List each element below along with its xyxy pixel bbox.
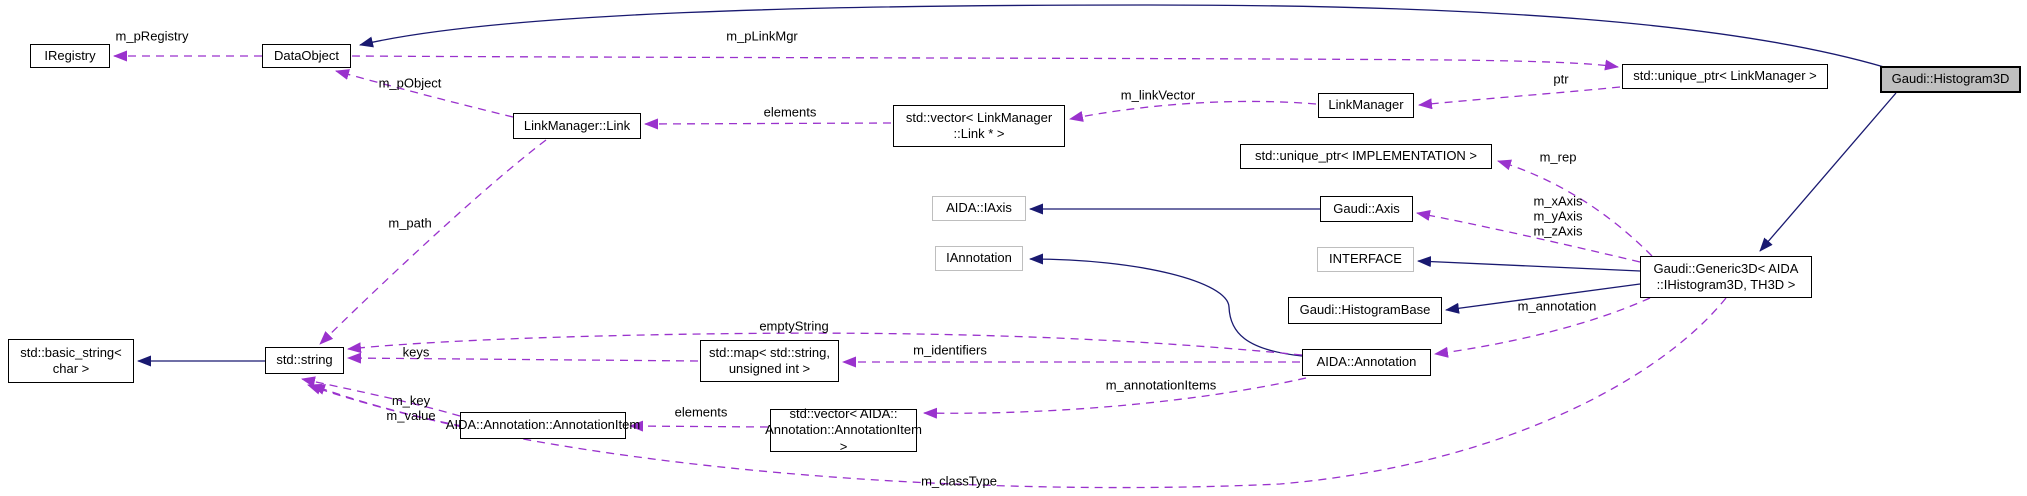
edge-label-emptystring: emptyString <box>759 318 829 334</box>
edge-usage-m-axes <box>1416 210 1641 263</box>
edge-label-elements-item: elements <box>674 404 728 420</box>
node-linkmanager[interactable]: LinkManager <box>1318 93 1414 118</box>
edge-label-m-rep: m_rep <box>1539 149 1577 165</box>
edge-inherits-annotation-iannotation <box>1029 253 1303 357</box>
edge-label-m-axes: m_xAxis m_yAxis m_zAxis <box>1533 193 1583 239</box>
edge-usage-m-path <box>319 139 547 345</box>
edge-usage-emptystring <box>347 332 1303 356</box>
node-vector-linkmanager-link[interactable]: std::vector< LinkManager ::Link * > <box>893 105 1065 147</box>
node-aida-annotation[interactable]: AIDA::Annotation <box>1302 349 1431 376</box>
edge-inherits-generic3d-interface <box>1417 256 1641 272</box>
edge-usage-m-annotationitems <box>923 377 1307 419</box>
node-gaudi-generic3d[interactable]: Gaudi::Generic3D< AIDA ::IHistogram3D, T… <box>1640 256 1812 298</box>
edge-usage-ptr <box>1418 86 1621 110</box>
edge-label-m-linkvector: m_linkVector <box>1120 87 1196 103</box>
edge-usage-elements-item <box>629 420 769 432</box>
edge-inherits-histogram3d-dataobject <box>359 4 1885 68</box>
edge-usage-m-plinkmgr <box>351 55 1619 71</box>
edge-usage-elements-link <box>644 118 892 130</box>
node-interface[interactable]: INTERFACE <box>1317 247 1414 272</box>
node-gaudi-axis[interactable]: Gaudi::Axis <box>1320 196 1413 222</box>
edge-inherits-histogram3d-generic3d <box>1759 92 1897 252</box>
edge-label-m-path: m_path <box>388 215 432 231</box>
edge-label-m-annotationitems: m_annotationItems <box>1105 377 1217 393</box>
node-annotation-item[interactable]: AIDA::Annotation::AnnotationItem <box>446 412 640 439</box>
edge-usage-m-key <box>301 376 461 417</box>
node-map-string-uint[interactable]: std::map< std::string, unsigned int > <box>700 340 839 382</box>
edge-label-m-annotation: m_annotation <box>1517 298 1597 314</box>
node-std-string[interactable]: std::string <box>265 347 344 374</box>
edge-label-keys: keys <box>402 344 430 360</box>
node-unique-ptr-implementation[interactable]: std::unique_ptr< IMPLEMENTATION > <box>1240 144 1492 169</box>
edge-inherits-generic3d-histogrambase <box>1445 283 1641 314</box>
node-dataobject[interactable]: DataObject <box>262 44 351 68</box>
edge-usage-m-classtype <box>307 297 1727 489</box>
node-basic-string-char[interactable]: std::basic_string< char > <box>8 339 134 383</box>
node-iregistry[interactable]: IRegistry <box>30 44 110 68</box>
edge-label-m-classtype: m_classType <box>921 473 997 489</box>
edge-label-m-plinkmgr: m_pLinkMgr <box>726 28 798 44</box>
edge-label-m-identifiers: m_identifiers <box>913 342 987 358</box>
node-iannotation[interactable]: IAnnotation <box>935 246 1023 271</box>
edge-usage-m-pobject <box>335 69 514 118</box>
node-unique-ptr-linkmanager[interactable]: std::unique_ptr< LinkManager > <box>1622 64 1828 89</box>
edge-label-m-key-m-value: m_key m_value <box>386 393 436 423</box>
edge-label-m-pobject: m_pObject <box>378 75 442 91</box>
node-linkmanager-link[interactable]: LinkManager::Link <box>513 113 641 139</box>
node-gaudi-histogrambase[interactable]: Gaudi::HistogramBase <box>1288 297 1442 324</box>
node-aida-iaxis[interactable]: AIDA::IAxis <box>932 196 1026 221</box>
edge-usage-m-rep <box>1497 159 1653 257</box>
edge-label-ptr: ptr <box>1553 71 1569 87</box>
node-gaudi-histogram3d[interactable]: Gaudi::Histogram3D <box>1880 66 2021 93</box>
edge-label-elements-link: elements <box>763 104 817 120</box>
edge-usage-m-linkvector <box>1069 100 1317 122</box>
edge-usage-keys <box>347 352 699 364</box>
edge-label-m-pregistry: m_pRegistry <box>115 28 189 44</box>
node-vector-annotation-item[interactable]: std::vector< AIDA:: Annotation::Annotati… <box>765 406 922 454</box>
